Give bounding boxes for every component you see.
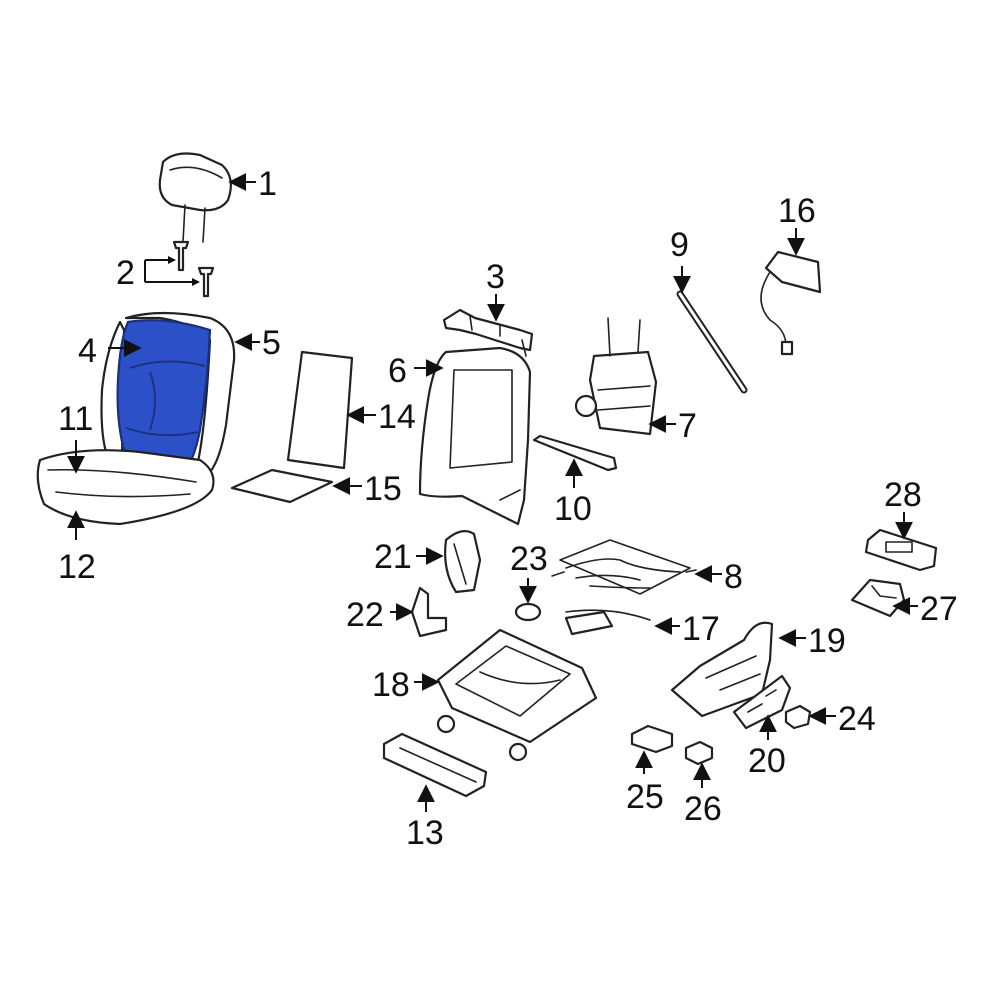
- bracket-part-27[interactable]: [850, 578, 906, 618]
- callout-label-2: 2: [116, 254, 135, 292]
- callout-label-20: 20: [748, 742, 786, 780]
- callout-10: 10: [554, 458, 592, 528]
- callout-27: 27: [892, 590, 958, 628]
- bracket-part-3[interactable]: [442, 308, 534, 357]
- callout-25: 25: [626, 750, 664, 816]
- rod-part-9[interactable]: [676, 290, 748, 394]
- callout-8: 8: [694, 558, 743, 596]
- callout-label-19: 19: [808, 622, 846, 660]
- callout-label-26: 26: [684, 790, 722, 828]
- callout-label-25: 25: [626, 778, 664, 816]
- callout-5: 5: [234, 324, 281, 362]
- callout-label-13: 13: [406, 814, 444, 852]
- callout-label-14: 14: [378, 398, 416, 436]
- callout-4: 4: [78, 332, 142, 370]
- side-shield-part-21[interactable]: [444, 529, 482, 594]
- lower-shield-part-13[interactable]: [382, 732, 488, 798]
- callout-label-18: 18: [372, 666, 410, 704]
- callout-label-7: 7: [678, 407, 697, 445]
- headrest-part-1[interactable]: [158, 152, 233, 243]
- callout-label-15: 15: [364, 470, 402, 508]
- callout-label-27: 27: [920, 590, 958, 628]
- callout-20: 20: [748, 714, 786, 780]
- callout-label-22: 22: [346, 596, 384, 634]
- callout-label-12: 12: [58, 548, 96, 586]
- callout-11: 11: [58, 400, 93, 474]
- callout-22: 22: [346, 596, 414, 634]
- side-bracket-part-22[interactable]: [410, 586, 448, 638]
- callout-16: 16: [778, 192, 816, 256]
- callout-1: 1: [228, 165, 277, 203]
- callout-19: 19: [778, 622, 846, 660]
- cushion-pad-part-15[interactable]: [230, 468, 334, 504]
- lumbar-support-part-7[interactable]: [574, 317, 658, 436]
- callout-label-4: 4: [78, 332, 97, 370]
- callout-label-9: 9: [670, 226, 689, 264]
- bushing-part-23[interactable]: [514, 602, 542, 622]
- callout-label-11: 11: [58, 400, 93, 438]
- callout-12: 12: [58, 510, 96, 586]
- headrest-guides-part-2[interactable]: [172, 240, 215, 298]
- callout-label-16: 16: [778, 192, 816, 230]
- callout-7: 7: [648, 407, 697, 445]
- knob-part-24[interactable]: [784, 704, 812, 730]
- side-panel-part-19[interactable]: [670, 621, 774, 718]
- callout-3: 3: [486, 258, 505, 322]
- callout-label-10: 10: [554, 490, 592, 528]
- callout-18: 18: [372, 666, 440, 704]
- seat-back-frame-part-6[interactable]: [418, 346, 532, 526]
- trim-strip-part-10[interactable]: [532, 434, 618, 472]
- callout-26: 26: [684, 762, 722, 828]
- module-part-28[interactable]: [864, 528, 938, 572]
- callout-24: 24: [808, 700, 876, 738]
- callout-13: 13: [406, 784, 444, 852]
- callout-label-24: 24: [838, 700, 876, 738]
- knob-part-26[interactable]: [684, 740, 714, 766]
- callout-label-23: 23: [510, 540, 548, 578]
- callout-label-28: 28: [884, 476, 922, 514]
- seat-back-cover-part-4[interactable]: [116, 319, 212, 474]
- callout-label-5: 5: [262, 324, 281, 362]
- callout-21: 21: [374, 538, 444, 576]
- callout-15: 15: [332, 470, 402, 508]
- callout-label-3: 3: [486, 258, 505, 296]
- callout-label-17: 17: [682, 610, 720, 648]
- callout-6: 6: [388, 352, 444, 390]
- seat-cushion-part-12[interactable]: [36, 449, 215, 526]
- back-pad-part-14[interactable]: [286, 350, 354, 470]
- callout-14: 14: [346, 398, 416, 436]
- callout-28: 28: [884, 476, 922, 540]
- callout-2: 2: [116, 254, 200, 292]
- callout-label-21: 21: [374, 538, 412, 576]
- callout-17: 17: [654, 610, 720, 648]
- spring-frame-part-8[interactable]: [551, 539, 697, 595]
- callout-label-6: 6: [388, 352, 407, 390]
- harness-bracket-part-16[interactable]: [760, 250, 822, 356]
- seat-track-part-18[interactable]: [436, 628, 598, 762]
- wire-harness-part-17[interactable]: [564, 609, 651, 636]
- knob-part-25[interactable]: [630, 724, 674, 754]
- callout-label-1: 1: [258, 165, 277, 203]
- callout-23: 23: [510, 540, 548, 604]
- callout-9: 9: [670, 226, 691, 294]
- switch-part-20[interactable]: [732, 674, 792, 730]
- callout-label-8: 8: [724, 558, 743, 596]
